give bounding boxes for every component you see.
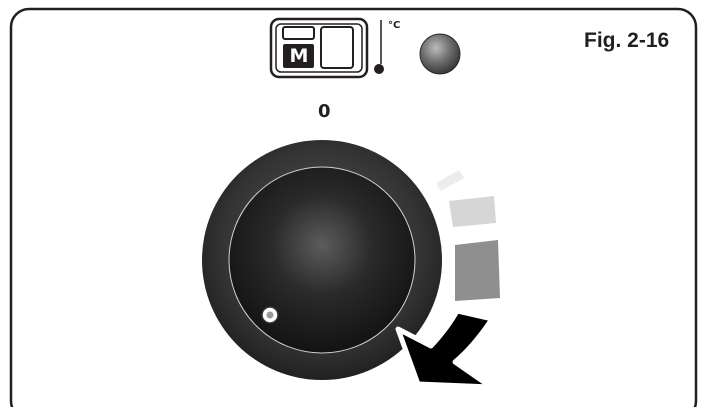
knob-position-label: 0	[318, 101, 331, 122]
temperature-unit-label: °C	[388, 20, 400, 31]
indicator-light-icon	[420, 34, 460, 74]
figure-label: Fig. 2-16	[584, 29, 669, 53]
mode-symbol: M	[283, 44, 315, 68]
